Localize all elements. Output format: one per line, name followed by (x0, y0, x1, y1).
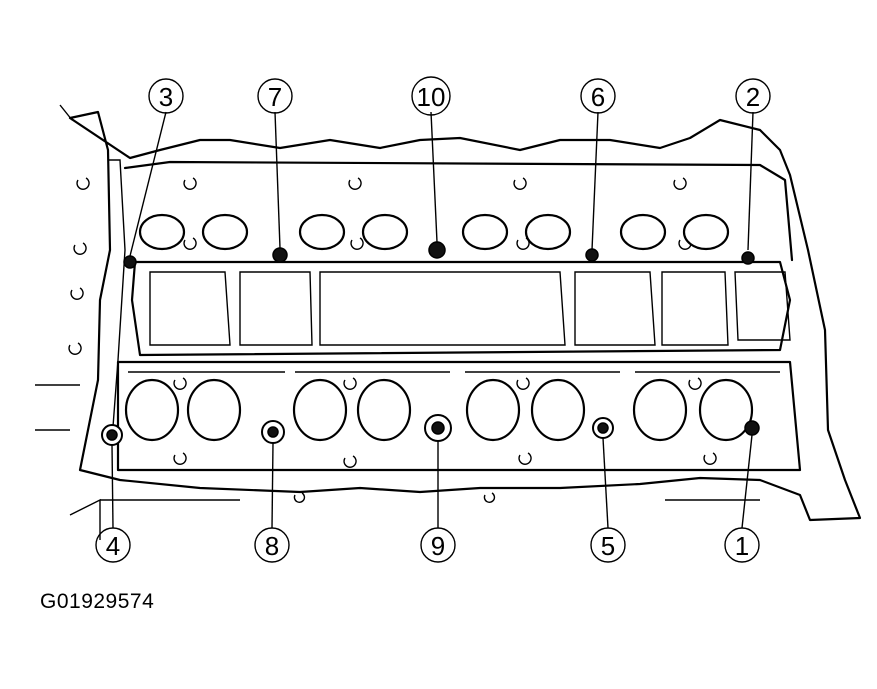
callout-7: 7 (257, 78, 293, 114)
exhaust-valves-lower (124, 378, 754, 442)
callout-label: 1 (735, 531, 749, 561)
callout-4: 4 (95, 527, 131, 563)
callout-3: 3 (148, 78, 184, 114)
callout-label: 4 (106, 531, 120, 561)
callout-9: 9 (420, 527, 456, 563)
callout-label: 7 (268, 82, 282, 112)
callout-label: 8 (265, 531, 279, 561)
callout-2: 2 (735, 78, 771, 114)
callout-label: 3 (159, 82, 173, 112)
callout-label: 2 (746, 82, 760, 112)
callout-5: 5 (590, 527, 626, 563)
callout-label: 9 (431, 531, 445, 561)
figure-id: G01929574 (40, 590, 155, 613)
callout-leaders (111, 111, 754, 529)
cylinder-head-outline (35, 104, 862, 540)
callout-label: 5 (601, 531, 615, 561)
callout-10: 10 (411, 76, 451, 116)
intake-valves-upper (138, 213, 730, 251)
callout-8: 8 (254, 527, 290, 563)
callout-label: 10 (417, 82, 446, 112)
callout-label: 6 (591, 82, 605, 112)
callout-1: 1 (724, 527, 760, 563)
callout-6: 6 (580, 78, 616, 114)
